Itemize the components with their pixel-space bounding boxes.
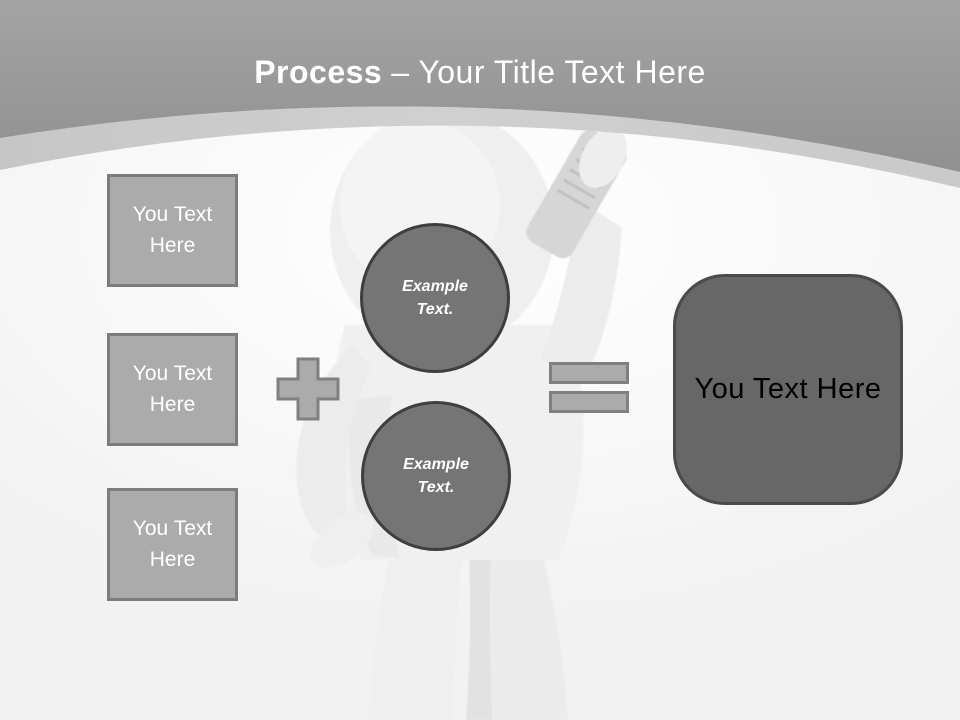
example-circle-2-label: Example Text. [403,455,469,496]
example-circle-1-label: Example Text. [402,277,468,318]
figure-right-arm [540,200,622,372]
input-box-2-label: You Text Here [132,362,213,416]
example-circle-1: Example Text. [360,223,510,373]
input-box-2: You Text Here [107,333,238,446]
input-box-1-label: You Text Here [132,203,213,257]
result-box: You Text Here [673,274,903,505]
slide-title: Process– Your Title Text Here [0,54,960,91]
figure-right-hand [579,128,627,188]
example-circle-2: Example Text. [361,401,511,551]
result-box-label: You Text Here [694,373,882,406]
figure-left-leg [368,512,464,720]
figure-left-hand [310,512,374,568]
equals-top-bar [549,362,629,384]
slide-title-keyword: Process [254,54,383,90]
input-box-3: You Text Here [107,488,238,601]
equals-bottom-bar [549,391,629,413]
input-box-1: You Text Here [107,174,238,287]
input-box-3-label: You Text Here [132,517,213,571]
plus-icon [274,355,342,423]
equals-icon [549,362,629,413]
figure-right-leg-shade [466,540,492,720]
figure-right-leg [466,512,568,720]
slide-title-rest: – Your Title Text Here [391,54,706,90]
